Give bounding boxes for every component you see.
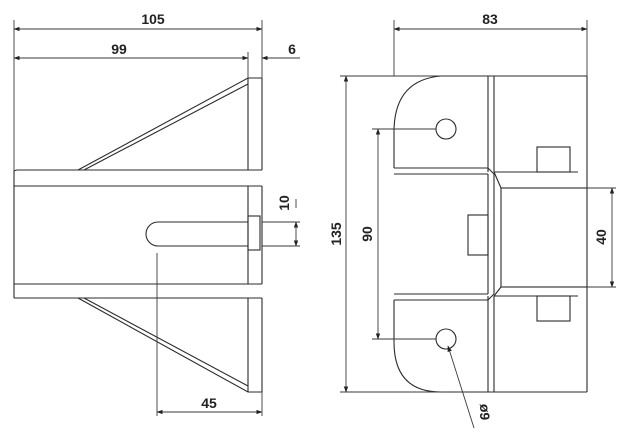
dim-label-10: 10 xyxy=(276,195,292,211)
front-view-opening xyxy=(493,171,588,297)
dim-label-9-value: 9 xyxy=(477,412,493,420)
top-tab xyxy=(536,146,571,173)
side-view-body xyxy=(13,77,263,393)
bottom-mounting-hole xyxy=(435,328,457,350)
dim-label-6: 6 xyxy=(288,41,296,57)
dim-label-45: 45 xyxy=(201,395,217,411)
top-mounting-hole xyxy=(435,118,457,140)
front-view: 83 135 90 40 ø9 xyxy=(328,11,616,429)
dim-label-40: 40 xyxy=(593,229,609,245)
side-view-slot xyxy=(145,215,261,251)
diameter-symbol: ø xyxy=(477,404,493,413)
dim-label-135: 135 xyxy=(328,222,344,246)
side-view: 105 99 6 10 45 xyxy=(13,11,300,416)
dim-label-90: 90 xyxy=(359,226,375,242)
dim-leader-9 xyxy=(447,345,475,429)
dim-label-9: ø9 xyxy=(477,404,493,421)
dim-label-83: 83 xyxy=(482,11,498,27)
bottom-tab xyxy=(536,295,571,322)
dim-label-105: 105 xyxy=(141,11,165,27)
dim-label-99: 99 xyxy=(111,41,127,57)
